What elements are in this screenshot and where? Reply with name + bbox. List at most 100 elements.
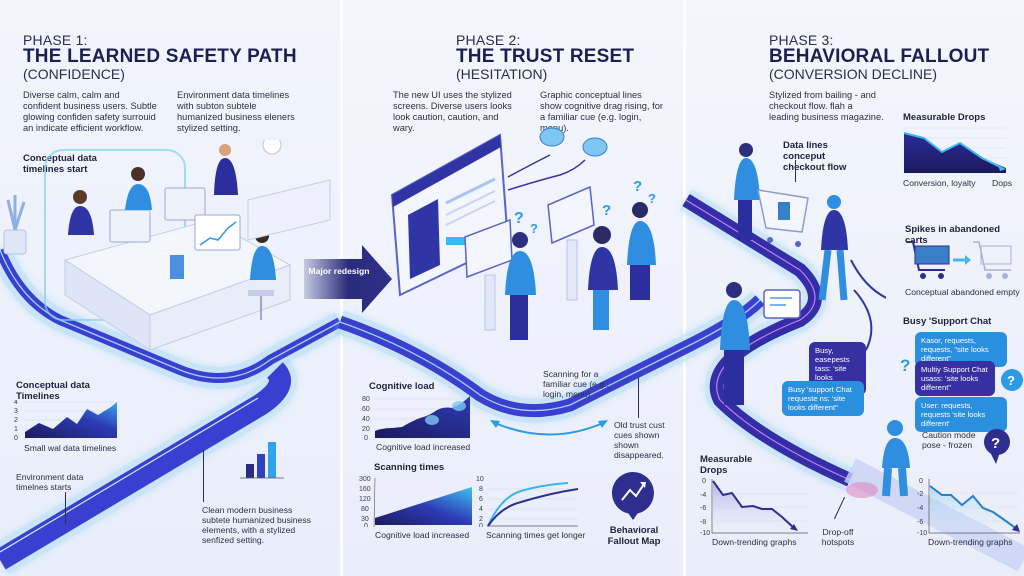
brain-icon (582, 137, 608, 157)
svg-text:-10: -10 (700, 530, 710, 535)
svg-text:-6: -6 (700, 505, 706, 512)
old-trust-callout: Old trust cust cues shown shown disappea… (614, 420, 665, 460)
frozen-user-figure (882, 420, 910, 497)
major-redesign-arrow (304, 245, 392, 313)
svg-text:1: 1 (14, 426, 18, 433)
svg-text:0: 0 (364, 435, 368, 440)
cognitive-load-chart: 80 60 40 20 0 (362, 396, 470, 440)
cognitive-load-caption: Cognitive load increased (376, 442, 471, 452)
svg-text:10: 10 (476, 476, 484, 483)
svg-text:160: 160 (359, 486, 371, 493)
svg-text:0: 0 (919, 478, 923, 485)
dropoff-hotspots-callout: Drop-off hotspots (821, 527, 855, 547)
data-lines-callout: Data lines conceput checkout flow (783, 140, 847, 173)
question-mark-icon: ? (633, 178, 642, 195)
phase-3-description: Stylized from bailing - and checkout flo… (769, 90, 884, 122)
measurable-drops-chart (903, 127, 1006, 173)
plant-icon (3, 195, 27, 255)
question-mark-icon: ? (530, 221, 538, 236)
checkout-illustration (720, 143, 886, 405)
svg-text:40: 40 (362, 416, 370, 423)
brain-icon (452, 401, 466, 411)
down-trending-chart-left: 0-4-6-8-10 (700, 478, 808, 535)
svg-text:-4: -4 (700, 492, 706, 499)
phase-2-subtitle: (HESITATION) (456, 66, 548, 82)
abandoned-carts-caption: Conceptual abandoned empty (905, 287, 1020, 297)
svg-text:300: 300 (359, 476, 371, 483)
scanning-area-caption: Cognitive load increased (375, 530, 470, 540)
svg-text:0: 0 (14, 435, 18, 440)
svg-text:?: ? (900, 356, 910, 375)
office-illustration (3, 140, 331, 351)
panel-divider (683, 0, 686, 576)
phase-2-title: THE TRUST RESET (456, 46, 635, 67)
phase-2-description: The new UI uses the stylized screens. Di… (393, 90, 512, 133)
abandoned-cart-icons (907, 241, 1012, 279)
phase-1-subtitle: (CONFIDENCE) (23, 66, 125, 82)
phase-3-label: PHASE 3: (769, 32, 834, 48)
drops-caption-right: Dops (992, 178, 1013, 188)
full-cart-icon (907, 241, 950, 279)
question-bubble-icon: ? (1001, 369, 1023, 391)
timelines-start-callout: Conceptual data timelines start (23, 153, 97, 175)
svg-text:30: 30 (361, 516, 369, 523)
callout-leader-line (638, 378, 639, 418)
fallout-map-pin-icon[interactable] (610, 470, 656, 524)
fallout-map-label: Behavioral Fallout Map (607, 525, 661, 547)
svg-text:20: 20 (362, 426, 370, 433)
phase-1-environment-description: Environment data timelines with subton s… (177, 90, 295, 133)
svg-text:3: 3 (14, 408, 18, 415)
phase-3-title: BEHAVIORAL FALLOUT (769, 46, 990, 67)
phase-2-label: PHASE 2: (456, 32, 521, 48)
phase-1-label: PHASE 1: (23, 32, 88, 48)
timelines-chart-caption: Small wal data timelines (24, 443, 117, 453)
mini-bar-chart (240, 442, 284, 479)
phase-1-description: Diverse calm, calm and confident busines… (23, 90, 157, 133)
scanning-times-title: Scanning times (374, 462, 445, 473)
chat-bubble: User: requests, requests 'site looks dif… (915, 397, 1007, 432)
phase-3-subtitle: (CONVERSION DECLINE) (769, 66, 938, 82)
callout-leader-line (203, 450, 204, 502)
svg-text:4: 4 (14, 400, 18, 406)
support-chat-title: Busy 'Support Chat (903, 316, 992, 327)
svg-text:-2: -2 (917, 491, 923, 498)
svg-text:-6: -6 (917, 519, 923, 526)
cognitive-load-title: Cognitive load (369, 381, 435, 392)
question-mark-icon: ? (602, 202, 611, 219)
question-mark-icon: ? (514, 210, 524, 227)
brain-icon (425, 415, 439, 425)
chat-bubble: Busy 'support Chat requeste ns: 'site lo… (782, 381, 864, 416)
double-arrow-icon (490, 420, 608, 436)
drops-caption-left: Conversion, loyalty (903, 178, 976, 188)
svg-text:?: ? (1007, 373, 1015, 388)
brain-icon (539, 127, 565, 147)
measurable-drops-left-title: Measurable Drops (700, 454, 753, 476)
svg-text:0: 0 (702, 478, 706, 485)
clean-modern-callout: Clean modern business subtete humanized … (202, 505, 311, 545)
svg-text:80: 80 (361, 506, 369, 513)
timelines-chart-title: Conceptual data Timelines (16, 380, 90, 402)
down-trending-chart-right: 0 -2 -4 -6 -10 (917, 478, 1020, 535)
empty-cart-icon (973, 241, 1012, 279)
measurable-drops-title: Measurable Drops (903, 112, 986, 123)
svg-text:2: 2 (14, 417, 18, 424)
svg-text:80: 80 (362, 396, 370, 403)
shopping-cart-icon (757, 189, 809, 247)
svg-text:2: 2 (479, 516, 483, 523)
down-trending-right-caption: Down-trending graphs (928, 537, 1013, 547)
callout-leader-line (795, 160, 796, 182)
svg-text:0: 0 (364, 523, 368, 527)
arrow-right-icon (953, 255, 971, 265)
svg-text:-10: -10 (917, 530, 927, 535)
svg-text:60: 60 (362, 406, 370, 413)
svg-text:-4: -4 (917, 505, 923, 512)
caution-mode-callout: Caution mode pose - frozen (922, 430, 976, 450)
kiosk-illustration: ? ? ? ? ? (390, 127, 656, 340)
svg-text:6: 6 (479, 496, 483, 503)
phase-1-title: THE LEARNED SAFETY PATH (23, 46, 297, 67)
question-pin-icon: ? (984, 429, 1010, 464)
timelines-area-chart: 4 3 2 1 0 (14, 400, 119, 440)
question-mark-icon: ? (900, 356, 910, 375)
